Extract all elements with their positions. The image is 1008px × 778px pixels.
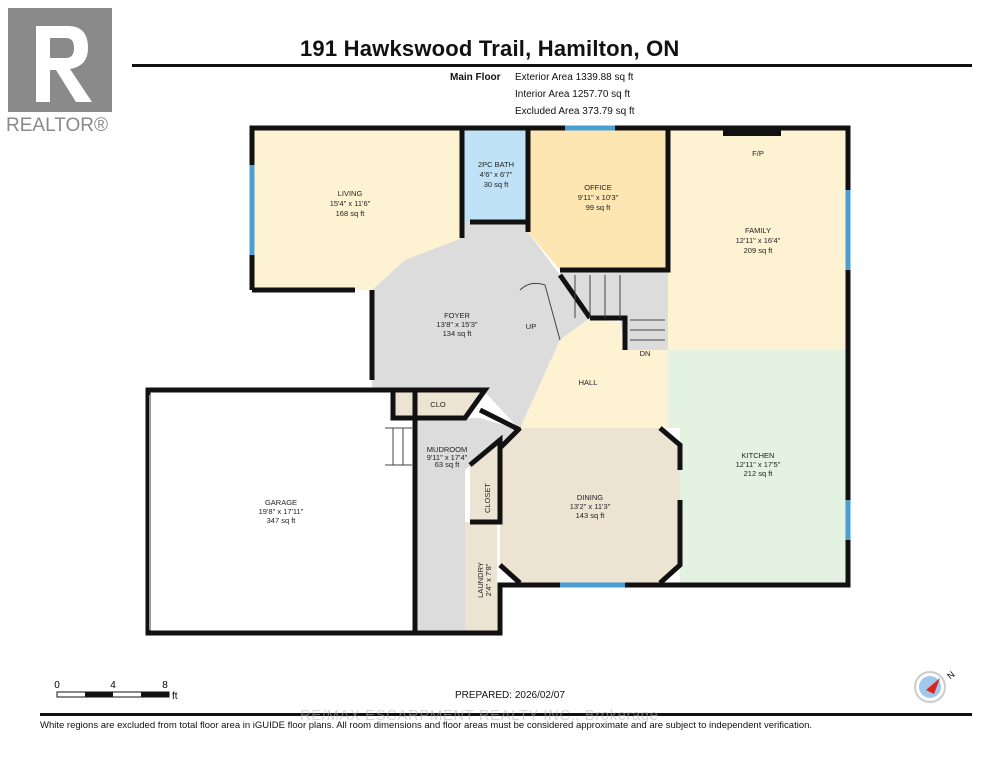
room-garage [148,390,415,633]
area-foyer: 134 sq ft [443,329,473,338]
dims-living: 15'4" x 11'6" [330,199,371,208]
label-closet: CLOSET [483,483,492,513]
label-kitchen: KITCHEN [742,451,775,460]
dims-office: 9'11" x 10'3" [578,193,619,202]
area-family: 209 sq ft [744,246,774,255]
room-mudroom [415,418,520,633]
compass-north-label: N [945,669,956,681]
dims-garage: 19'8" x 17'11" [259,507,304,516]
room-labels: LIVING 15'4" x 11'6" 168 sq ft 2PC BATH … [259,149,781,598]
area-kitchen: 212 sq ft [744,469,774,478]
label-garage: GARAGE [265,498,297,507]
label-hall: HALL [579,378,598,387]
staircase [385,275,665,466]
dims-foyer: 13'8" x 15'3" [436,320,477,329]
label-living: LIVING [338,189,363,198]
interior-area: Interior Area 1257.70 sq ft [515,89,631,100]
room-family [668,128,848,350]
label-foyer: FOYER [444,311,470,320]
excluded-area: Excluded Area 373.79 sq ft [515,106,635,117]
scale-label-0: 0 [54,680,60,691]
label-down: DN [640,349,651,358]
area-mudroom: 63 sq ft [435,460,461,469]
room-kitchen [668,350,848,585]
dims-dining: 13'2" x 11'3" [570,502,611,511]
area-garage: 347 sq ft [267,516,297,525]
label-up: UP [526,322,536,331]
room-dining [500,428,680,583]
label-dining: DINING [577,493,603,502]
dims-family: 12'11" x 16'4" [736,236,781,245]
scale-bar [56,691,170,698]
footer-divider [40,713,972,716]
walls [145,125,851,636]
room-hall [520,318,668,428]
room-foyer [372,222,560,430]
dims-mudroom: 9'11" x 17'4" [427,453,468,462]
scale-label-4: 4 [110,680,116,691]
page-title: 191 Hawkswood Trail, Hamilton, ON [300,36,680,61]
area-living: 168 sq ft [336,209,366,218]
dims-bath: 4'6" x 6'7" [480,170,513,179]
dims-laundry: 2'4" x 7'8" [484,563,493,596]
scale-unit: ft [172,691,178,702]
header-divider [132,64,972,67]
label-office: OFFICE [584,183,612,192]
realtor-logo: REALTOR® [6,6,116,136]
fireplace [723,128,781,136]
brokerage-watermark: RE/MAX ESCARPMENT REALTY INC., Brokerage [300,707,659,724]
label-laundry: LAUNDRY [476,562,485,598]
label-family: FAMILY [745,226,771,235]
disclaimer: White regions are excluded from total fl… [40,720,813,731]
room-bath [462,128,528,222]
dims-kitchen: 12'11" x 17'5" [736,460,781,469]
floor-name: Main Floor [450,72,501,83]
room-office [528,128,668,270]
scale-label-8: 8 [162,680,168,691]
prepared-date: PREPARED: 2026/02/07 [455,690,565,701]
area-dining: 143 sq ft [576,511,606,520]
area-bath: 30 sq ft [484,180,510,189]
room-living [252,128,462,290]
label-clo: CLO [430,400,446,409]
realtor-wordmark: REALTOR® [6,115,108,134]
label-mudroom: MUDROOM [427,445,467,454]
windows [249,125,851,588]
label-bath: 2PC BATH [478,160,514,169]
label-fireplace: F/P [752,149,764,158]
north-compass-icon: N [914,669,957,703]
area-office: 99 sq ft [586,203,612,212]
exterior-area: Exterior Area 1339.88 sq ft [515,72,634,83]
room-laundry [465,522,497,633]
